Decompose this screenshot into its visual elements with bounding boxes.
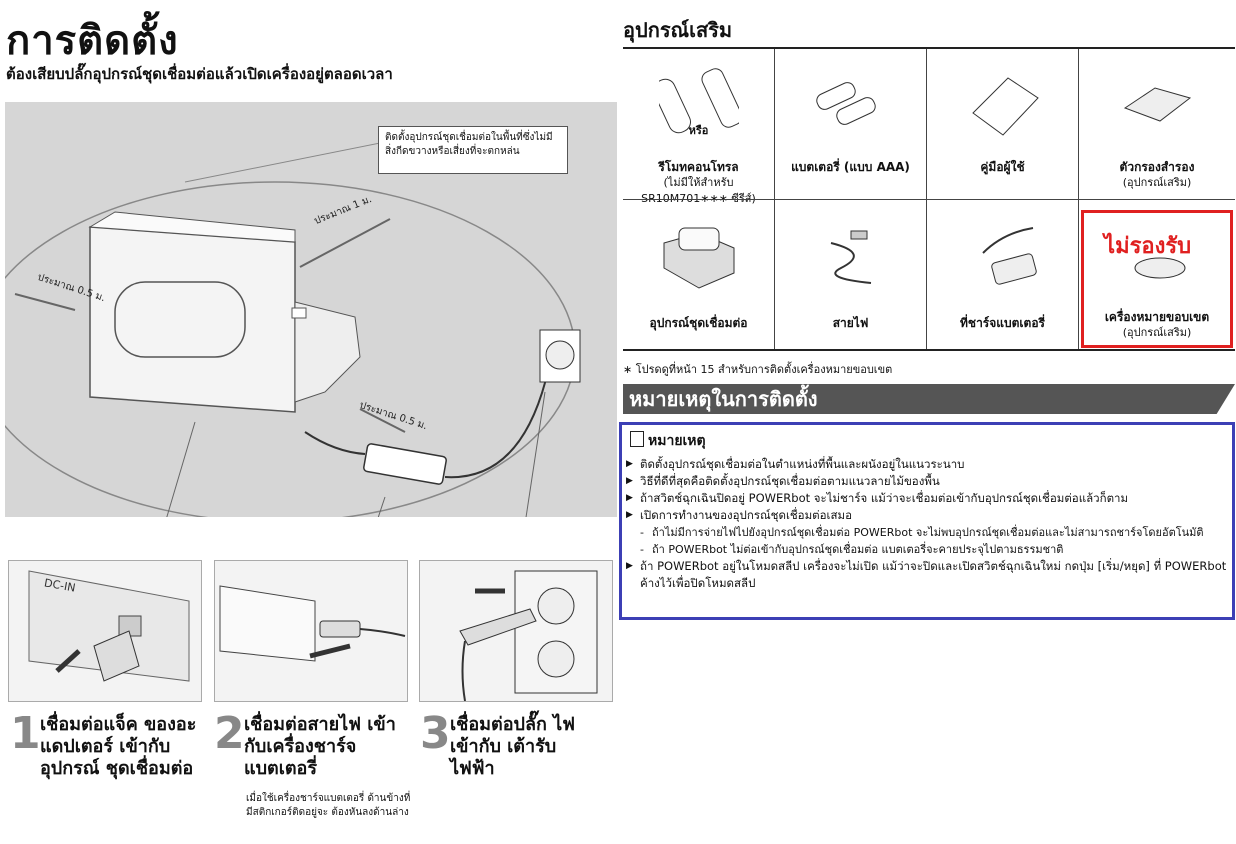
or-label: หรือ bbox=[688, 124, 709, 137]
accessory-remote-control: หรือ รีโมทคอนโทรล (ไม่มีให้สำหรับ SR10M7… bbox=[623, 49, 775, 205]
charger-icon bbox=[982, 227, 1037, 285]
accessory-docking-station: อุปกรณ์ชุดเชื่อมต่อ bbox=[623, 199, 775, 349]
step-1-number: 1 bbox=[10, 708, 41, 759]
accessory-label: สายไฟ bbox=[832, 316, 869, 330]
accessory-batteries: แบตเตอรี่ (แบบ AAA) bbox=[775, 49, 927, 199]
notes-heading: หมายเหตุ bbox=[630, 430, 706, 452]
power-cord-icon bbox=[830, 230, 872, 284]
note-item: ถ้า POWERbot อยู่ในโหมดสลีป เครื่องจะไม่… bbox=[626, 558, 1230, 592]
footnote: ∗ โปรดดูที่หน้า 15 สำหรับการติดตั้งเครื่… bbox=[623, 363, 893, 376]
notes-heading-text: หมายเหตุ bbox=[648, 433, 706, 449]
note-subitem: ถ้าไม่มีการจ่ายไฟไปยังอุปกรณ์ชุดเชื่อมต่… bbox=[626, 524, 1230, 541]
step-1-illustration: DC-IN bbox=[8, 560, 202, 702]
notes-highlight-box bbox=[619, 422, 1235, 620]
adapter-jack-drawing bbox=[28, 570, 190, 682]
charger-cord-drawing bbox=[219, 585, 406, 662]
accessory-label: ที่ชาร์จแบตเตอรี่ bbox=[960, 316, 1045, 330]
accessories-grid: หรือ รีโมทคอนโทรล (ไม่มีให้สำหรับ SR10M7… bbox=[623, 47, 1235, 351]
unsupported-highlight bbox=[1081, 210, 1233, 348]
remote-control-icon bbox=[659, 68, 739, 134]
step-2-text: เชื่อมต่อสายไฟ เข้ากับเครื่องชาร์จ แบตเต… bbox=[244, 714, 396, 779]
accessory-label: อุปกรณ์ชุดเชื่อมต่อ bbox=[649, 316, 748, 330]
accessory-label: คู่มือผู้ใช้ bbox=[980, 160, 1025, 174]
docking-station-drawing bbox=[5, 141, 581, 517]
step-2-number: 2 bbox=[214, 708, 245, 759]
step-3-text: เชื่อมต่อปลั๊ก ไฟเข้ากับ เต้ารับไฟฟ้า bbox=[450, 714, 575, 779]
accessory-label: เครื่องหมายขอบเขต bbox=[1104, 310, 1210, 324]
placement-callout: ติดตั้งอุปกรณ์ชุดเชื่อมต่อในพื้นที่ซึ่งไ… bbox=[378, 126, 568, 174]
accessory-power-cord: สายไฟ bbox=[775, 199, 927, 349]
unsupported-label: ไม่รองรับ bbox=[1104, 234, 1192, 259]
accessory-sublabel: (อุปกรณ์เสริม) bbox=[1122, 176, 1192, 189]
boundary-marker-icon bbox=[1134, 257, 1186, 279]
docking-station-icon bbox=[663, 227, 735, 289]
page-subtitle: ต้องเสียบปลั๊กอุปกรณ์ชุดเชื่อมต่อแล้วเปิ… bbox=[6, 65, 393, 83]
manual-icon bbox=[972, 77, 1039, 136]
step-2-illustration bbox=[214, 560, 408, 702]
accessory-label: ตัวกรองสำรอง bbox=[1119, 160, 1195, 174]
accessory-boundary-marker: เครื่องหมายขอบเขต (อุปกรณ์เสริม) bbox=[1079, 199, 1235, 349]
note-item: ติดตั้งอุปกรณ์ชุดเชื่อมต่อในตำแหน่งที่พื… bbox=[626, 456, 1230, 473]
accessory-charger: ที่ชาร์จแบตเตอรี่ bbox=[927, 199, 1079, 349]
step-3-illustration bbox=[419, 560, 613, 702]
note-item: เปิดการทำงานของอุปกรณ์ชุดเชื่อมต่อเสมอ bbox=[626, 507, 1230, 524]
accessory-filter: ตัวกรองสำรอง (อุปกรณ์เสริม) bbox=[1079, 49, 1235, 199]
step-2-note: เมื่อใช้เครื่องชาร์จแบตเตอรี่ ด้านข้างที… bbox=[246, 793, 411, 818]
accessory-sublabel: (อุปกรณ์เสริม) bbox=[1122, 326, 1192, 339]
filter-icon bbox=[1123, 87, 1192, 122]
wall-outlet-drawing bbox=[459, 570, 598, 701]
note-subitem: ถ้า POWERbot ไม่ต่อเข้ากับอุปกรณ์ชุดเชื่… bbox=[626, 541, 1230, 558]
notes-banner: หมายเหตุในการติดตั้ง bbox=[623, 384, 1235, 414]
note-icon bbox=[630, 431, 644, 447]
accessory-sublabel: (ไม่มีให้สำหรับ SR10M701∗∗∗ ซีรีส์) bbox=[641, 176, 756, 205]
note-item: ถ้าสวิตช์ฉุกเฉินปิดอยู่ POWERbot จะไม่ชา… bbox=[626, 490, 1230, 507]
notes-list: ติดตั้งอุปกรณ์ชุดเชื่อมต่อในตำแหน่งที่พื… bbox=[626, 456, 1230, 592]
accessory-user-manual: คู่มือผู้ใช้ bbox=[927, 49, 1079, 199]
accessory-label: รีโมทคอนโทรล bbox=[658, 160, 739, 174]
battery-icon bbox=[816, 82, 876, 125]
accessories-title: อุปกรณ์เสริม bbox=[623, 18, 733, 42]
accessory-label: แบตเตอรี่ (แบบ AAA) bbox=[791, 160, 910, 174]
note-item: วิธีที่ดีที่สุดคือติดตั้งอุปกรณ์ชุดเชื่อ… bbox=[626, 473, 1230, 490]
page-title: การติดตั้ง bbox=[6, 18, 179, 64]
step-1-text: เชื่อมต่อแจ็ค ของอะแดปเตอร์ เข้ากับอุปกร… bbox=[40, 714, 197, 779]
step-3-number: 3 bbox=[420, 708, 451, 759]
